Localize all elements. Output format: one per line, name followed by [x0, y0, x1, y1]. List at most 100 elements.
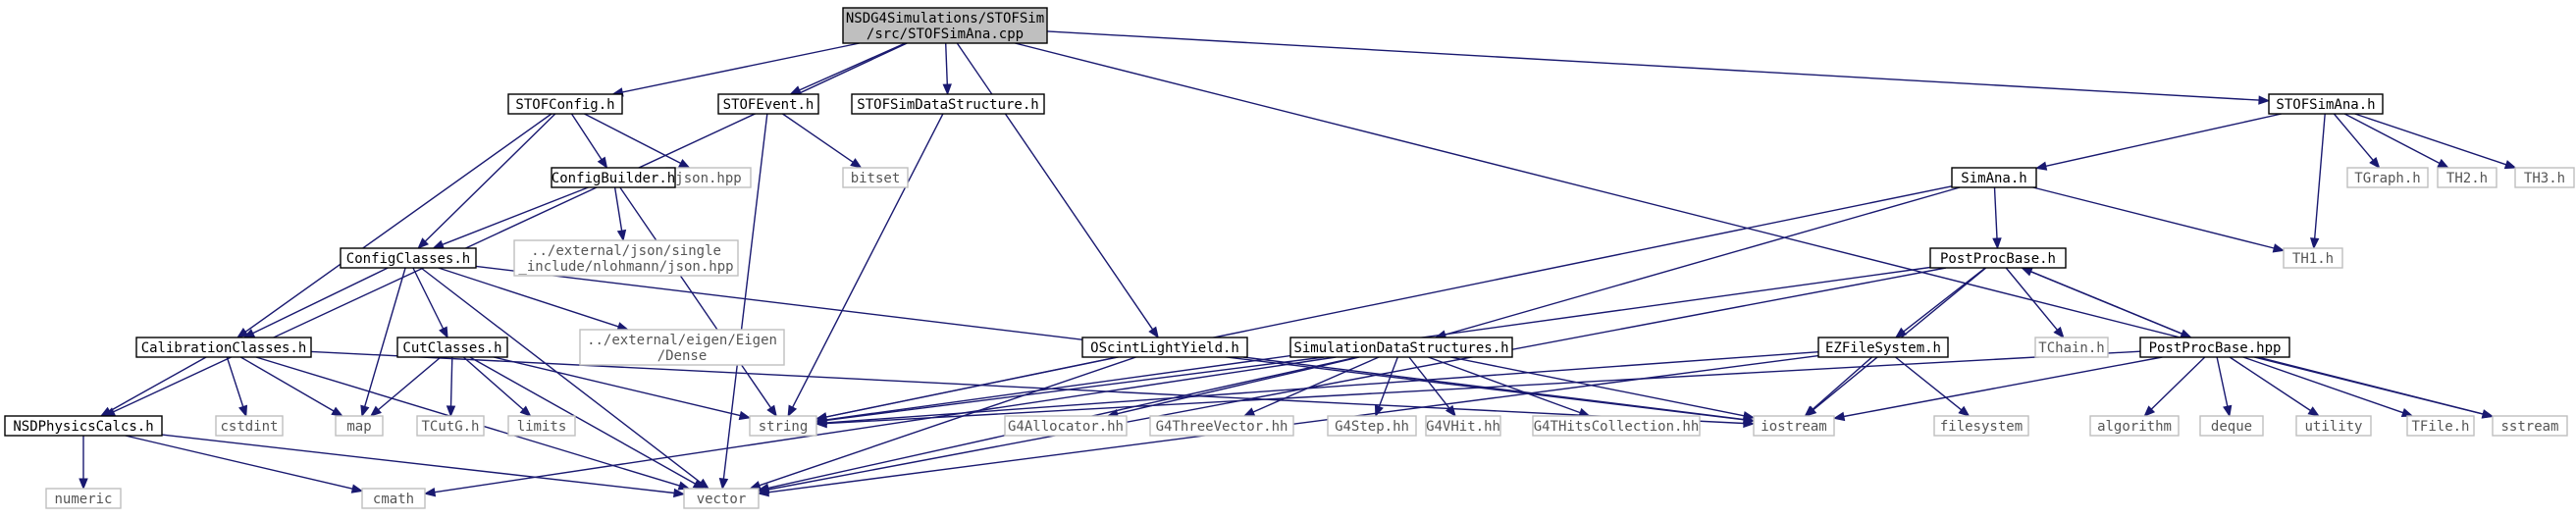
- node-box: [717, 93, 819, 115]
- edge-line: [438, 267, 619, 328]
- node-vector: vector: [683, 488, 760, 509]
- node-label: TH3.h: [2524, 171, 2565, 186]
- node-box: [2139, 337, 2290, 358]
- node-configclasses[interactable]: ConfigClasses.h: [340, 247, 477, 269]
- arrowhead: [350, 484, 364, 493]
- node-label: utility: [2304, 419, 2362, 435]
- edge-line: [364, 267, 406, 407]
- edge-configclasses-to-map: [360, 267, 406, 418]
- node-label: limits: [517, 419, 567, 435]
- edge-line: [493, 356, 741, 417]
- node-label: cmath: [373, 492, 414, 507]
- node-configbuilder[interactable]: ConfigBuilder.h: [551, 167, 676, 188]
- node-box: [215, 415, 284, 437]
- node-box: [340, 247, 477, 269]
- edge-line: [2150, 356, 2206, 410]
- arrowhead: [369, 405, 382, 417]
- node-tfile: TFile.h: [2406, 415, 2475, 437]
- arrowhead: [1958, 405, 1971, 417]
- edge-root-to-oscint: [956, 42, 1159, 339]
- edge-calibclasses-to-map: [239, 356, 343, 417]
- node-box: [1289, 337, 1513, 358]
- node-g4threevec: G4ThreeVector.hh: [1149, 415, 1294, 437]
- node-simds[interactable]: SimulationDataStructures.h: [1289, 337, 1513, 358]
- node-g4alloc: G4Allocator.hh: [1004, 415, 1128, 437]
- edge-line: [945, 42, 948, 85]
- edge-nsdphys-to-cmath: [125, 435, 364, 493]
- edge-line: [412, 267, 445, 330]
- node-label: SimAna.h: [1961, 171, 2026, 186]
- node-label: STOFEvent.h: [723, 97, 815, 113]
- node-label: json.hpp: [675, 171, 741, 186]
- arrowhead: [2021, 267, 2033, 277]
- edge-postprocbase-to-tchain: [2005, 267, 2065, 339]
- edge-line: [1378, 356, 1398, 407]
- node-calibclasses[interactable]: CalibrationClasses.h: [135, 337, 312, 358]
- arrowhead: [1742, 411, 1756, 421]
- edge-configclasses-to-calibclasses: [242, 267, 389, 338]
- edge-root-to-stofevent: [789, 42, 906, 95]
- edge-ezfs-to-filesystem: [1895, 356, 1971, 417]
- edge-configbuilder-to-extjson: [613, 186, 627, 242]
- arrowhead: [678, 159, 691, 169]
- node-postprocbase[interactable]: PostProcBase.h: [1929, 247, 2067, 269]
- edge-line: [424, 113, 556, 242]
- node-simana[interactable]: SimAna.h: [1951, 167, 2037, 188]
- edge-postprochpp-to-tfile: [2242, 356, 2414, 418]
- node-box: [2346, 167, 2429, 188]
- node-filesystem: filesystem: [1933, 415, 2029, 437]
- edge-postprocbase-to-ezfs: [1894, 267, 1986, 338]
- node-stofsimana[interactable]: STOFSimAna.h: [2268, 93, 2384, 115]
- node-postprochpp[interactable]: PostProcBase.hpp: [2139, 337, 2290, 358]
- edge-line: [1895, 356, 1963, 411]
- node-box: [135, 337, 312, 358]
- node-box: [396, 337, 508, 358]
- edge-simds-to-cmath: [423, 356, 1337, 497]
- node-deque: deque: [2199, 415, 2264, 437]
- node-algorithm: algorithm: [2089, 415, 2180, 437]
- node-th1: TH1.h: [2283, 247, 2343, 269]
- node-label: G4ThreeVector.hh: [1156, 419, 1288, 435]
- node-cmath: cmath: [361, 488, 426, 509]
- node-box: [513, 239, 739, 277]
- edge-line: [125, 435, 353, 490]
- node-label: TCutG.h: [421, 419, 479, 435]
- edge-calibclasses-to-nsdphys: [99, 356, 207, 417]
- node-box: [2283, 247, 2343, 269]
- edge-line: [1812, 356, 1873, 410]
- node-label: TH1.h: [2292, 251, 2334, 267]
- node-box: [683, 488, 760, 509]
- node-label: STOFConfig.h: [515, 97, 614, 113]
- node-stofsimds[interactable]: STOFSimDataStructure.h: [851, 93, 1045, 115]
- edge-line: [1243, 356, 1745, 421]
- edge-line: [1993, 186, 1998, 239]
- node-label: iostream: [1761, 419, 1826, 435]
- node-label: G4THitsCollection.hh: [1534, 419, 1700, 435]
- node-label: CalibrationClasses.h: [141, 340, 307, 356]
- node-stofconfig[interactable]: STOFConfig.h: [507, 93, 623, 115]
- node-ezfs[interactable]: EZFileSystem.h: [1817, 337, 1949, 358]
- node-label: STOFSimDataStructure.h: [857, 97, 1038, 113]
- edge-stofsimana-to-th1: [2310, 113, 2326, 250]
- edge-simds-to-string: [815, 356, 1325, 426]
- node-exteigen: ../external/eigen/Eigen/Dense: [579, 329, 785, 366]
- node-nsdphys[interactable]: NSDPhysicsCalcs.h: [4, 415, 163, 437]
- node-stofevent[interactable]: STOFEvent.h: [717, 93, 819, 115]
- edge-configclasses-to-cutclasses: [412, 267, 448, 339]
- node-label: filesystem: [1940, 419, 2023, 435]
- edge-line: [622, 42, 861, 93]
- arrowhead: [360, 404, 370, 418]
- arrowhead: [2503, 160, 2517, 170]
- edge-ezfs-to-iostream: [1804, 356, 1873, 417]
- node-root[interactable]: NSDG4Simulations/STOFSim/src/STOFSimAna.…: [842, 7, 1048, 44]
- arrowhead: [439, 326, 448, 339]
- arrowhead: [1445, 404, 1456, 418]
- edge-line: [2229, 356, 2311, 412]
- node-box: [1951, 167, 2037, 188]
- arrowhead: [2307, 406, 2321, 417]
- edge-line: [584, 113, 681, 165]
- node-oscint[interactable]: OScintLightYield.h: [1081, 337, 1248, 358]
- node-cutclasses[interactable]: CutClasses.h: [396, 337, 508, 358]
- node-box: [1149, 415, 1294, 437]
- node-label: G4Step.hh: [1335, 419, 1409, 435]
